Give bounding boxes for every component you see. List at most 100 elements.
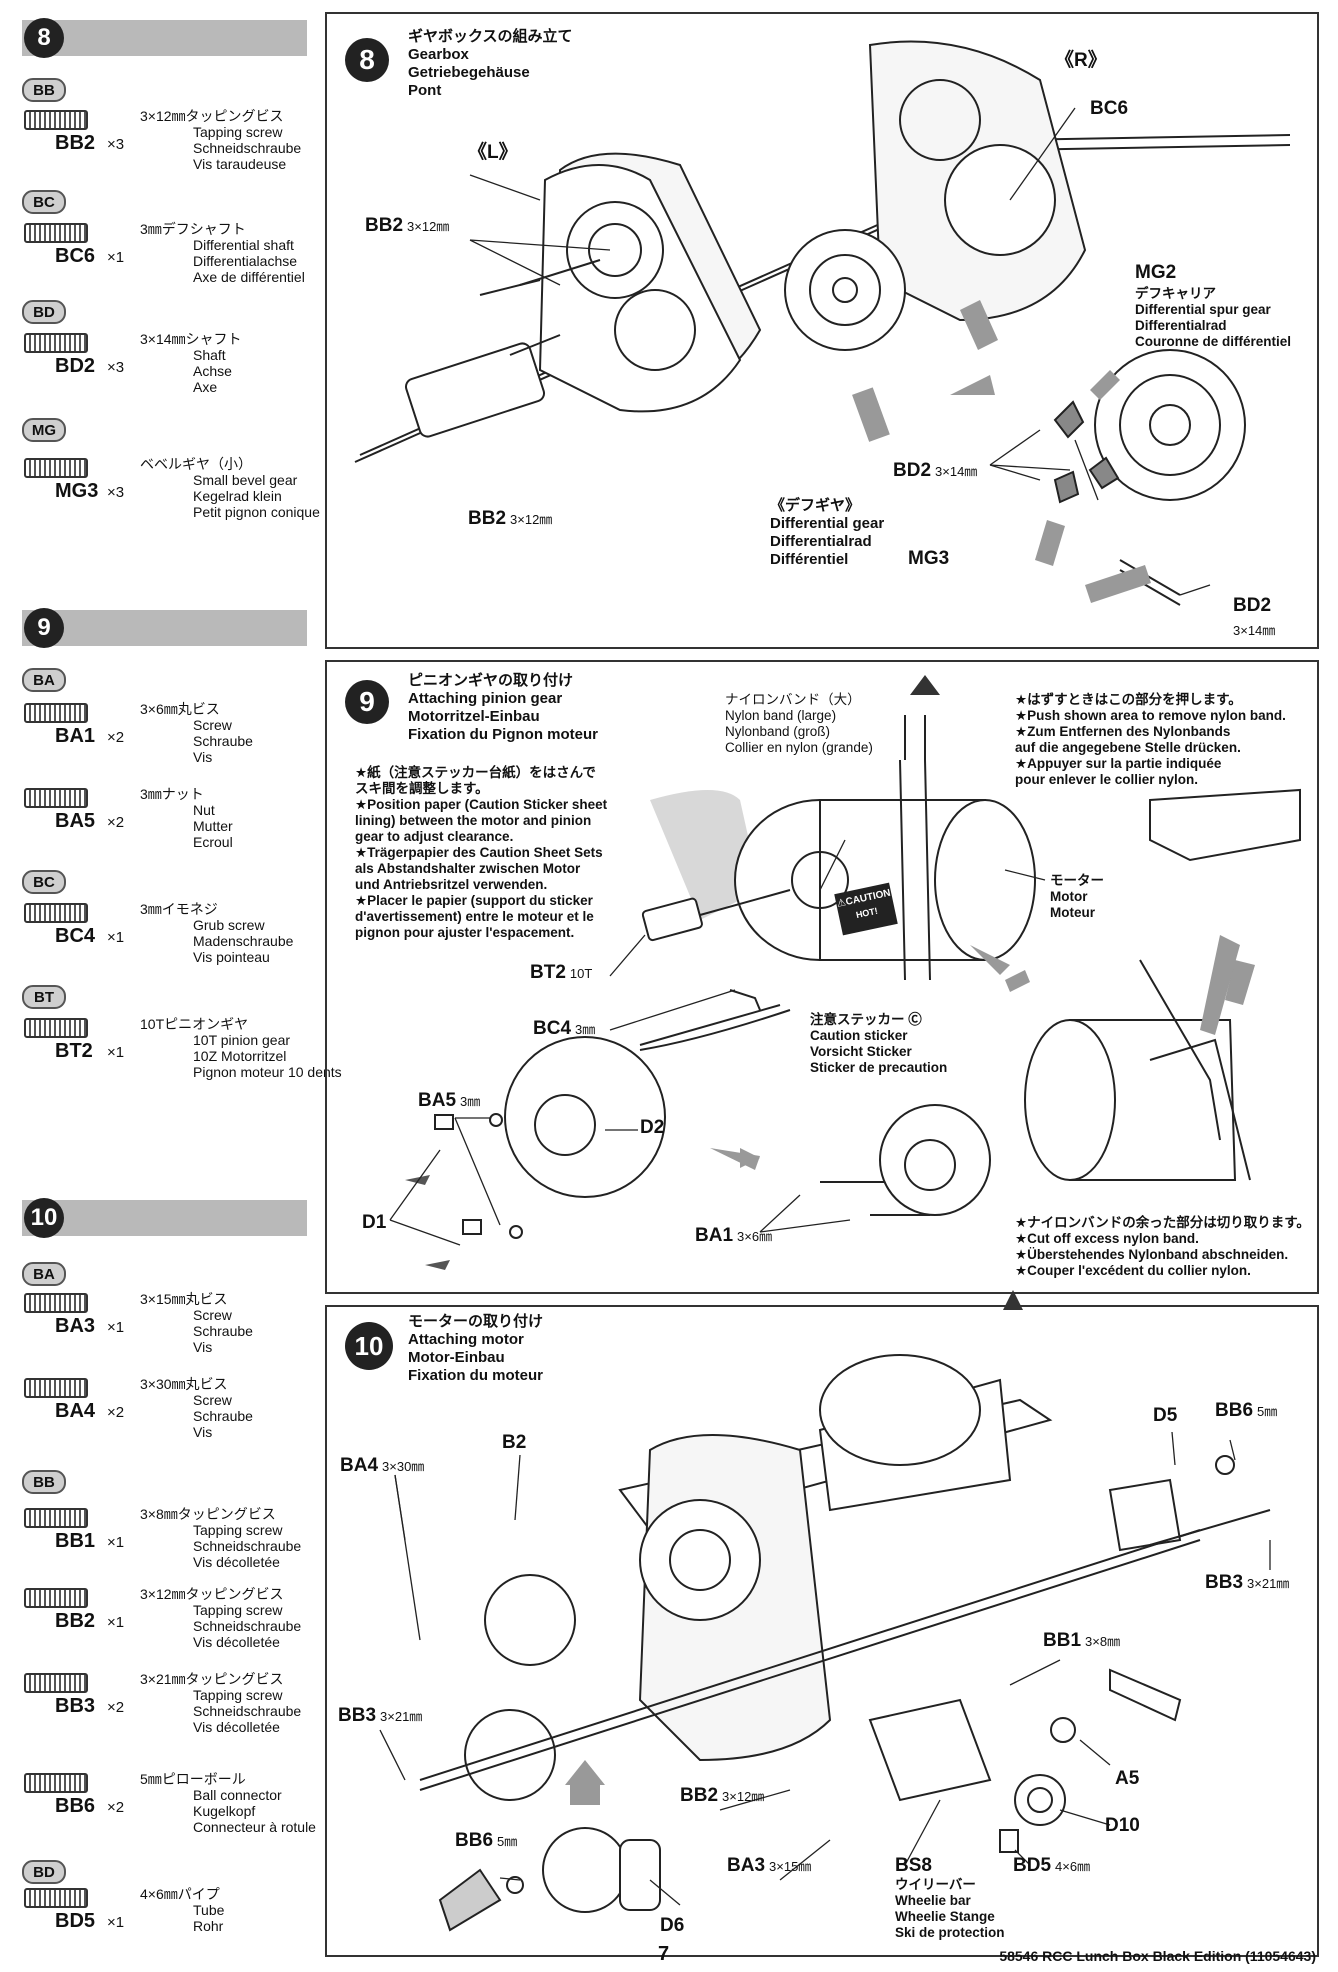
bag-label-bd: BD: [22, 300, 66, 324]
fr: Sticker de precaution: [810, 1060, 948, 1075]
code: BT2: [530, 962, 566, 983]
part-code: BC4: [55, 925, 96, 947]
part-qty: ×1: [107, 1614, 125, 1631]
desc-line: Ecroul: [193, 834, 233, 850]
label-a5: A5: [1115, 1768, 1140, 1789]
desc-line: Vis: [193, 1424, 213, 1440]
desc-line: Tapping screw: [193, 124, 283, 140]
part-code: BB1: [55, 1530, 96, 1552]
size: 3㎜: [575, 1022, 596, 1037]
ja: モーター: [1050, 873, 1104, 888]
en: Caution sticker: [810, 1028, 908, 1043]
title-ja: モーターの取り付け: [408, 1313, 544, 1330]
desc-line: 10T pinion gear: [193, 1032, 291, 1048]
desc-line: 10Z Motorritzel: [193, 1048, 287, 1064]
code: BD2: [1233, 595, 1272, 616]
desc-line: Differential shaft: [193, 237, 294, 253]
part-code: BD5: [55, 1910, 96, 1932]
desc-line: 3×6㎜丸ビス: [140, 701, 220, 717]
push-release-note: ★はずすときはこの部分を押します。 ★Push shown area to re…: [1015, 692, 1286, 788]
gearbox-illustration: [354, 40, 1291, 606]
part-bd2-sketch: [24, 333, 88, 353]
code: BC4: [533, 1018, 572, 1039]
part-qty: ×1: [107, 1044, 125, 1061]
size: 5㎜: [1257, 1404, 1278, 1419]
desc-line: 4×6㎜パイプ: [140, 1886, 220, 1902]
part-bt2-sketch: [24, 1018, 88, 1038]
line: lining) between the motor and pinion: [355, 813, 592, 828]
title-en: Gearbox: [408, 46, 469, 63]
line: ★Trägerpapier des Caution Sheet Sets: [355, 845, 603, 860]
line: auf die angegebene Stelle drücken.: [1015, 740, 1241, 755]
title-fr: Pont: [408, 82, 442, 99]
code: BB3: [338, 1705, 377, 1726]
ja: ナイロンバンド（大）: [725, 692, 861, 707]
size: 3㎜: [460, 1094, 481, 1109]
part-bc4-sketch: [24, 903, 88, 923]
desc-line: Differentialachse: [193, 253, 298, 269]
desc-line: Axe de différentiel: [193, 269, 305, 285]
part-bb2-sketch: [24, 1588, 88, 1608]
bag-label-bc: BC: [22, 190, 66, 214]
title-de: Getriebegehäuse: [408, 64, 530, 81]
desc-line: 5㎜ピローボール: [140, 1771, 246, 1787]
part-code: BB2: [55, 1610, 96, 1632]
step-9-badge: 9: [345, 680, 389, 724]
line: pignon pour ajuster l'espacement.: [355, 925, 575, 940]
desc-line: Schneidschraube: [193, 1703, 302, 1719]
part-code: BC6: [55, 245, 96, 267]
step-8-number: 8: [24, 18, 64, 58]
part-qty: ×1: [107, 1319, 125, 1336]
part-qty: ×1: [107, 249, 125, 266]
part-mg3-sketch: [24, 458, 88, 478]
desc-line: 3㎜デフシャフト: [140, 221, 246, 237]
desc-line: 3㎜イモネジ: [140, 901, 218, 917]
part-code: BD2: [55, 355, 96, 377]
part-qty: ×2: [107, 1699, 125, 1716]
line: gear to adjust clearance.: [355, 829, 514, 844]
desc-line: Tapping screw: [193, 1602, 283, 1618]
desc-line: Schraube: [193, 1323, 253, 1339]
size: 3×6㎜: [737, 1229, 773, 1244]
desc-line: Vis décolletée: [193, 1719, 280, 1735]
line: pour enlever le collier nylon.: [1015, 772, 1199, 787]
bag-label-mg: MG: [22, 418, 66, 442]
motor-mount-illustration: [419, 1354, 1271, 1932]
line: スキ間を調整します。: [355, 781, 489, 796]
desc-line: 3×12㎜タッピングビス: [140, 108, 284, 124]
title-ja: ギヤボックスの組み立て: [408, 28, 573, 45]
product-id: 58546 RCC Lunch Box Black Edition (11054…: [999, 1948, 1316, 1964]
code: BB6: [455, 1830, 494, 1851]
desc-line: Tapping screw: [193, 1522, 283, 1538]
part-code: BB6: [55, 1795, 96, 1817]
bag-label-ba: BA: [22, 1262, 66, 1286]
de: Vorsicht Sticker: [810, 1044, 912, 1059]
cut-excess-note: ★ナイロンバンドの余った部分は切り取ります。 ★Cut off excess n…: [1015, 1215, 1310, 1279]
size: 3×12㎜: [407, 219, 450, 234]
code: BA3: [727, 1855, 766, 1876]
line: ★紙（注意ステッカー台紙）をはさんで: [355, 765, 596, 780]
step-10-panel: [325, 1305, 1319, 1957]
part-ba1-sketch: [24, 703, 88, 723]
label-d1: D1: [362, 1212, 387, 1233]
desc-line: Petit pignon conique: [193, 504, 320, 520]
title-fr: Fixation du Pignon moteur: [408, 726, 598, 743]
differential-gear-label: 《デフギヤ》 Differential gear Differentialrad…: [770, 497, 884, 569]
desc-line: 10Tピニオンギヤ: [140, 1016, 249, 1032]
desc-line: Vis: [193, 749, 213, 765]
step-9-number: 9: [24, 608, 64, 648]
code: BD2: [893, 460, 932, 481]
desc-line: Ball connector: [193, 1787, 282, 1803]
de: Nylonband (groß): [725, 724, 831, 739]
part-code: BT2: [55, 1040, 93, 1062]
label-bs8: BS8: [895, 1855, 932, 1876]
code: BB1: [1043, 1630, 1082, 1651]
bag-label-bb: BB: [22, 1470, 66, 1494]
